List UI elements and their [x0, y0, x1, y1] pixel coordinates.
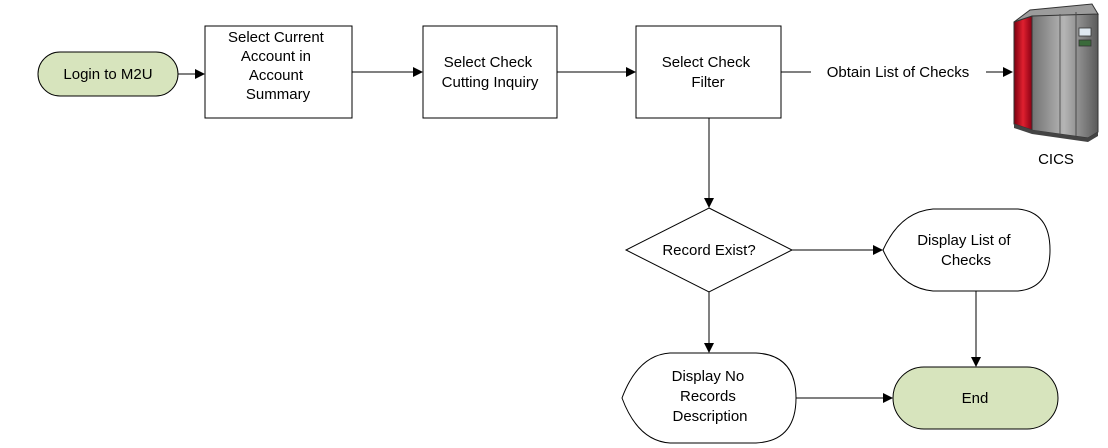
display-list-line-2: Checks — [941, 252, 991, 269]
select-account-line-1: Select Current — [228, 29, 325, 46]
decision-label: Record Exist? — [662, 242, 755, 259]
select-account-line-4: Summary — [246, 86, 311, 103]
server-label: CICS — [1038, 151, 1074, 168]
display-list-node: Display List of Checks — [882, 208, 1051, 292]
svg-text:Display List of Checks: Display List of Checks — [917, 232, 1015, 269]
svg-text:Select Check Filter: Select Check Filter — [662, 54, 755, 91]
select-account-line-3: Account — [249, 67, 304, 84]
select-inquiry-line-1: Select Check — [444, 54, 533, 71]
svg-text:Select Check Cutting Inq: Select Check Cutting Inquiry — [442, 54, 539, 91]
select-account-node: Select Current Account in Account Summar… — [204, 25, 353, 119]
display-list-line-1: Display List of — [917, 232, 1011, 249]
svg-text:End: End — [962, 390, 989, 407]
svg-text:Login to M2U: Login to M2U — [63, 66, 152, 83]
svg-text:Select Current Account i: Select Current Account in Account Summar… — [228, 29, 328, 103]
display-none-line-1: Display No — [672, 368, 745, 385]
display-none-line-2: Records — [680, 388, 736, 405]
select-filter-node: Select Check Filter — [635, 25, 782, 119]
login-label: Login to M2U — [63, 66, 152, 83]
display-none-line-3: Description — [672, 408, 747, 425]
select-account-line-2: Account in — [241, 48, 311, 65]
end-label: End — [962, 390, 989, 407]
select-inquiry-line-2: Cutting Inquiry — [442, 74, 539, 91]
decision-node: Record Exist? — [624, 207, 794, 293]
svg-text:Record Exist?: Record Exist? — [662, 242, 755, 259]
select-filter-line-2: Filter — [691, 74, 724, 91]
connectors — [178, 67, 1013, 403]
login-node: Login to M2U — [37, 51, 179, 97]
display-none-node: Display No Records Description — [621, 352, 797, 444]
select-inquiry-node: Select Check Cutting Inquiry — [422, 25, 558, 119]
obtain-list-label: Obtain List of Checks — [827, 64, 970, 81]
select-filter-line-1: Select Check — [662, 54, 751, 71]
mainframe-server-icon — [1013, 3, 1099, 142]
svg-text:Display No Records: Display No Records Description — [672, 368, 749, 425]
end-node: End — [892, 366, 1059, 430]
